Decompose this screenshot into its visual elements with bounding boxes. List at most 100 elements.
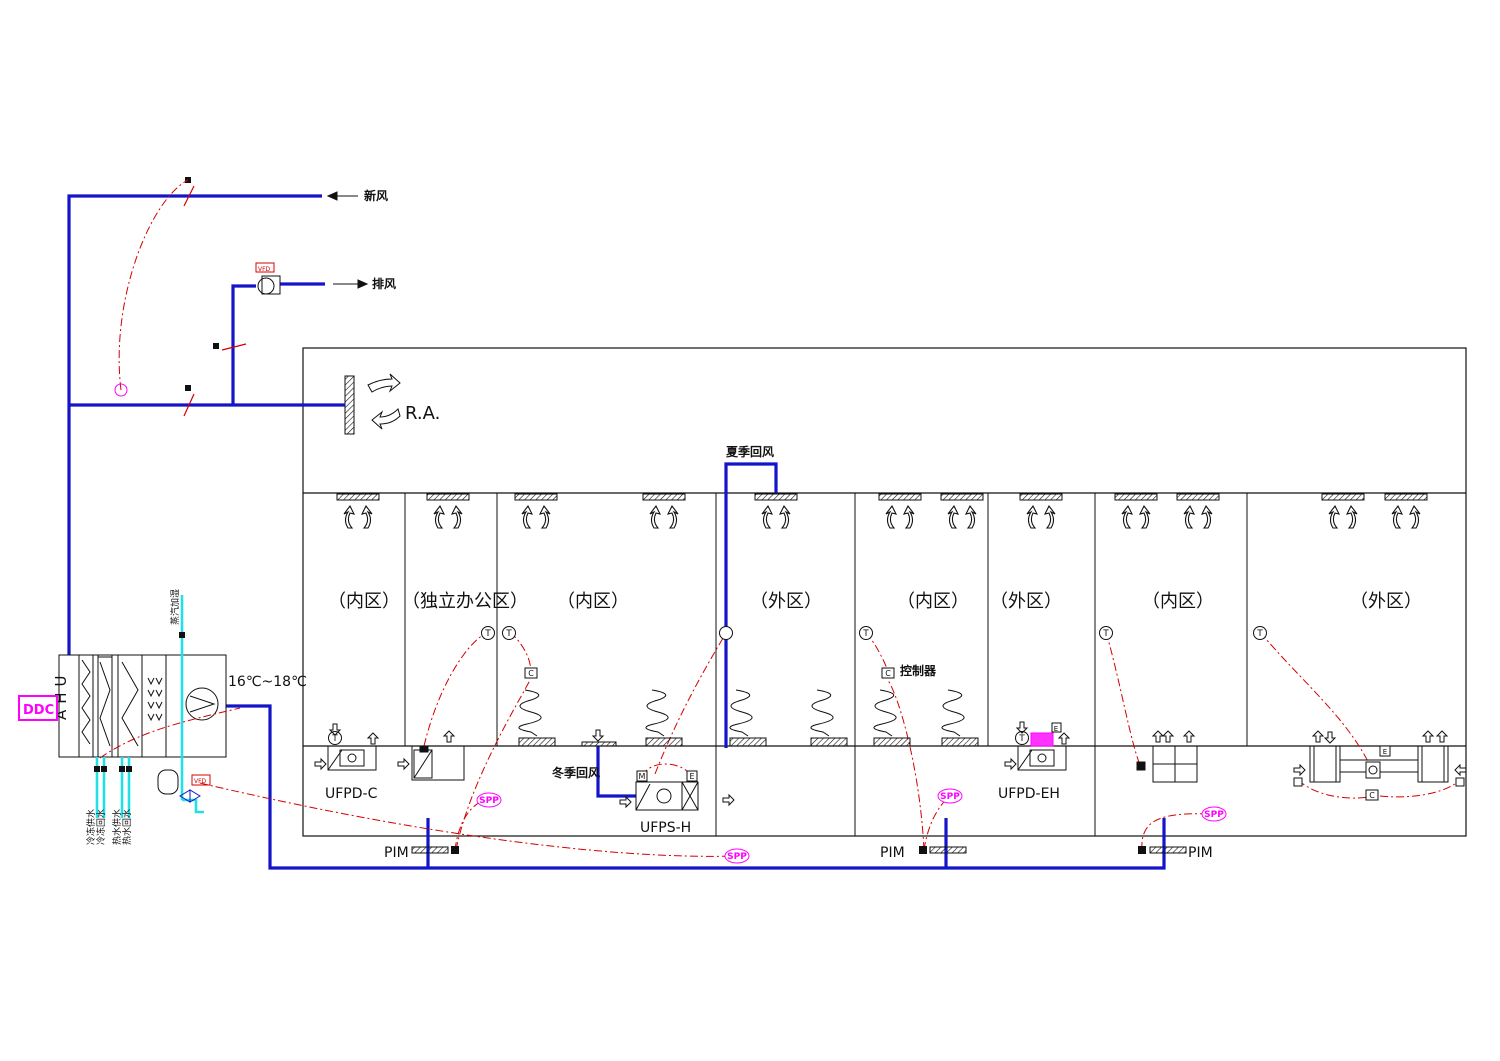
zone-label: （内区）	[897, 591, 969, 612]
return-arrow-icon	[1200, 504, 1213, 529]
zone-label: （外区）	[1350, 591, 1422, 612]
vfd-label: VFD	[258, 266, 271, 273]
return-arrow-icon	[778, 504, 791, 529]
zone-label: （外区）	[750, 591, 822, 612]
perimeter-fan-coil-units	[1293, 745, 1465, 787]
return-arrow-icon	[964, 504, 977, 529]
zone-label: （外区）	[990, 591, 1062, 612]
swirl-diffuser-icon	[810, 689, 834, 737]
return-air-label: R.A.	[405, 403, 440, 424]
floor-diffuser-grille	[873, 737, 911, 747]
exhaust-fan-icon	[257, 275, 281, 295]
return-arrow-icon	[521, 504, 534, 529]
svg-text:T: T	[1018, 734, 1025, 744]
swirl-diffuser-icon	[645, 689, 669, 737]
pim-label: PIM	[384, 845, 409, 861]
swirl-diffuser-icon	[941, 689, 965, 737]
pressure-sensor-icon	[114, 383, 128, 397]
flow-arrow-icon	[1293, 763, 1306, 777]
exhaust-air-arrow-icon	[333, 279, 369, 289]
steam-valve-icon	[179, 789, 201, 803]
return-arrow-icon	[666, 504, 679, 529]
return-air-arrows	[343, 504, 1421, 529]
return-air-grille	[344, 373, 401, 435]
building-outline	[302, 347, 1467, 837]
damper-icon	[183, 185, 247, 417]
flow-arrow-icon	[328, 723, 342, 736]
flow-arrow-icon	[314, 757, 327, 771]
zone-label: （内区）	[557, 591, 629, 612]
floor-diffuser-grille	[941, 737, 979, 747]
ahu-v-marks	[147, 677, 163, 722]
svg-text:C: C	[885, 669, 891, 678]
svg-text:SPP: SPP	[1204, 810, 1224, 820]
return-arrow-icon	[360, 504, 373, 529]
ceiling-return-grilles	[336, 493, 1428, 501]
return-arrow-icon	[343, 504, 356, 529]
pipe-label: 热水供水	[111, 809, 123, 845]
svg-text:SPP: SPP	[479, 796, 499, 806]
zone-label: （独立办公区）	[402, 591, 528, 612]
flow-arrow-icon	[1182, 730, 1196, 743]
flow-arrow-icon	[397, 757, 410, 771]
zone-label: （内区）	[328, 591, 400, 612]
swirl-diffuser-icon	[518, 689, 542, 737]
ufps-h-actuator-symbols: M E	[639, 772, 695, 781]
return-arrow-icon	[947, 504, 960, 529]
floor-diffuser-grille	[518, 737, 556, 747]
return-arrow-icon	[902, 504, 915, 529]
control-wiring	[99, 179, 1461, 857]
winter-return-label: 冬季回风	[552, 765, 600, 780]
swirl-diffuser-icon	[873, 689, 897, 737]
flow-arrow-icon	[619, 795, 632, 809]
controller-symbol: C C C	[528, 669, 1375, 800]
svg-text:C: C	[1369, 791, 1375, 800]
svg-text:T: T	[1256, 629, 1263, 639]
vfd-label: VFD	[194, 778, 207, 785]
svg-text:M: M	[639, 772, 646, 781]
svg-text:E: E	[689, 772, 694, 781]
flow-arrow-icon	[1311, 730, 1325, 743]
ufpd-c-unit	[327, 745, 377, 771]
return-arrow-icon	[1345, 504, 1358, 529]
floor-diffuser-grille	[810, 737, 848, 747]
return-arrow-icon	[649, 504, 662, 529]
flow-arrow-icon	[1015, 721, 1029, 734]
return-arrow-icon	[1183, 504, 1196, 529]
valve-icon	[94, 632, 185, 772]
return-arrow-icon	[885, 504, 898, 529]
ufpd-eh-electric-symbol: E	[1054, 725, 1058, 733]
controller-label: 控制器	[900, 663, 937, 678]
flow-arrow-icon	[1151, 730, 1165, 743]
svg-text:T: T	[505, 629, 512, 639]
supply-temp-label: 16℃~18℃	[228, 674, 307, 690]
flow-arrow-icon	[1057, 732, 1071, 745]
flow-arrow-icon	[366, 732, 380, 745]
thermostat-icon	[328, 626, 1267, 745]
return-arrow-icon	[761, 504, 774, 529]
pim-damper-icon	[411, 846, 1187, 854]
return-arrow-icon	[1391, 504, 1404, 529]
floor-diffuser-grille	[645, 737, 683, 747]
fresh-air-arrow-icon	[326, 191, 358, 201]
return-arrow-icon	[450, 504, 463, 529]
ufpd-eh-label: UFPD-EH	[998, 786, 1060, 802]
air-handling-unit	[58, 654, 227, 795]
ufps-h-label: UFPS-H	[640, 820, 691, 836]
return-arrow-icon	[538, 504, 551, 529]
thermostat-symbol: T T T T T T T	[331, 629, 1263, 744]
floor-swirl-diffusers	[518, 689, 979, 747]
flow-arrow-icon	[1435, 730, 1449, 743]
vfd-box	[191, 774, 211, 786]
pim-label: PIM	[1188, 845, 1213, 861]
svg-text:T: T	[862, 629, 869, 639]
exhaust-air-label: 排风	[372, 276, 396, 291]
ddc-box	[18, 695, 58, 721]
svg-text:SPP: SPP	[940, 792, 960, 802]
floor-grille	[581, 741, 617, 747]
return-arrow-icon	[1043, 504, 1056, 529]
return-arrow-icon	[1138, 504, 1151, 529]
svg-text:T: T	[1102, 629, 1109, 639]
flow-arrows	[314, 721, 1467, 809]
